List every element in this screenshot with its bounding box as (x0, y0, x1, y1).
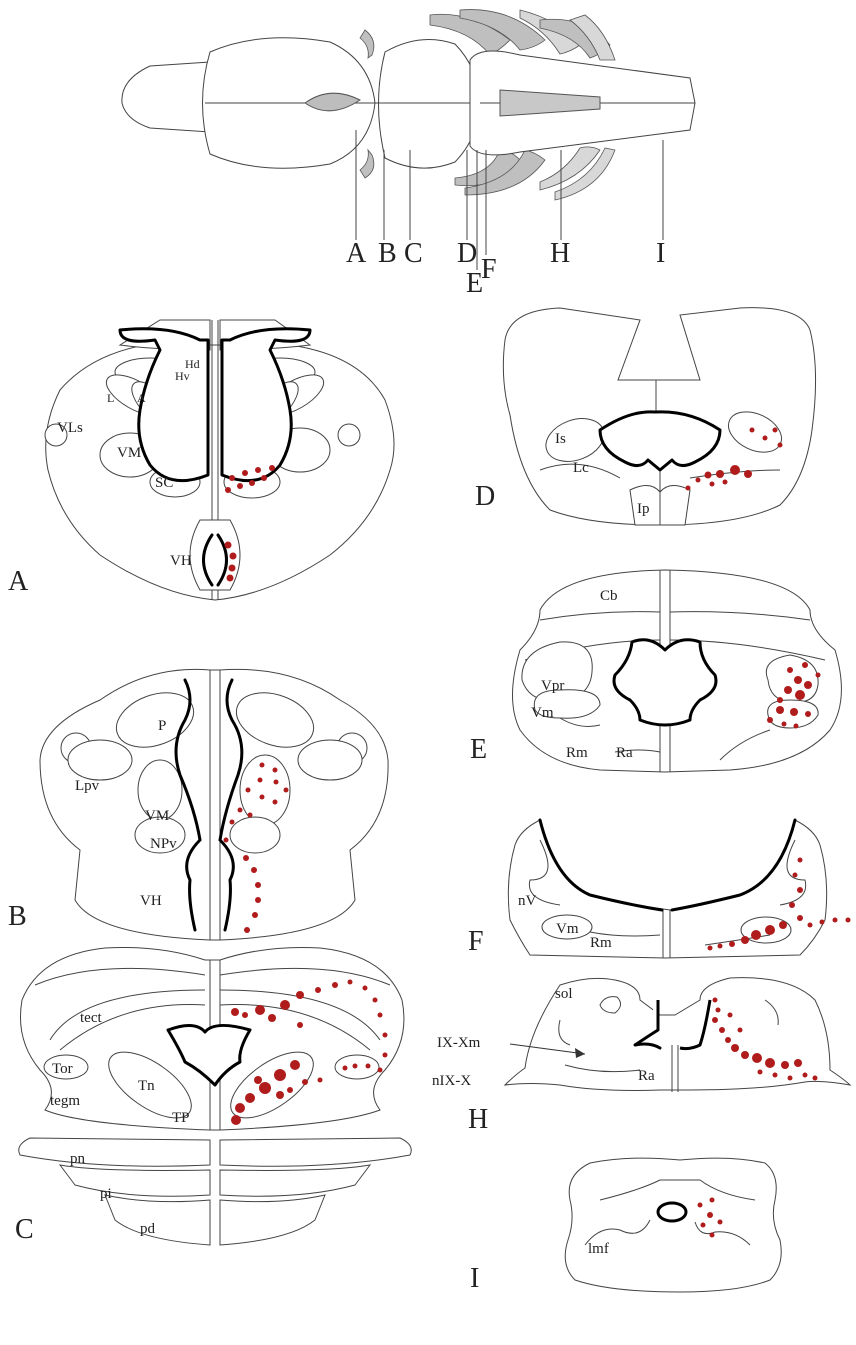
region-ix-xm: IX-Xm (437, 1035, 481, 1051)
region-lmf: lmf (588, 1241, 609, 1257)
region-rm-f: Rm (590, 935, 612, 951)
region-vm-e: Vm (531, 705, 554, 721)
region-tor: Tor (52, 1061, 73, 1077)
panel-d: D Is Lc Ip (475, 308, 816, 525)
region-a: A (137, 391, 146, 405)
region-hv: Hv (175, 369, 190, 383)
region-sol: sol (555, 986, 573, 1002)
region-cb: Cb (600, 588, 618, 604)
region-lc: Lc (573, 460, 589, 476)
region-p: P (158, 718, 166, 734)
region-vm-b: VM (145, 808, 169, 824)
region-lpv: Lpv (75, 778, 100, 794)
panel-letter-d: D (475, 481, 495, 512)
region-pn: pn (70, 1151, 86, 1167)
section-label-i: I (656, 238, 665, 269)
region-rm-e: Rm (566, 745, 588, 761)
panel-e: E Cb Vpr Vm Rm Ra (470, 570, 841, 772)
region-nv: nV (518, 893, 537, 909)
region-tp: TP (172, 1110, 190, 1126)
region-sc: SC (155, 475, 173, 491)
panel-letter-e: E (470, 734, 487, 765)
region-npv: NPv (150, 836, 177, 852)
panel-letter-c: C (15, 1214, 34, 1245)
panel-letter-f: F (468, 926, 484, 957)
panel-c: C tect Tor Tn tegm TP pn pi pd (15, 948, 411, 1246)
panel-letter-h: H (468, 1104, 488, 1135)
panel-letter-i: I (470, 1263, 479, 1294)
section-label-d: D (457, 238, 477, 269)
region-pd: pd (140, 1221, 156, 1237)
panel-h: H sol IX-Xm nIX-X Ra (432, 978, 850, 1135)
region-tegm: tegm (50, 1093, 80, 1109)
region-vm-f: Vm (556, 921, 579, 937)
region-ra-h: Ra (638, 1068, 655, 1084)
section-label-b: B (378, 238, 397, 269)
region-l: L (107, 391, 114, 405)
section-label-h: H (550, 238, 570, 269)
section-label-a: A (346, 238, 367, 269)
region-pi: pi (100, 1186, 112, 1202)
region-nix-x: nIX-X (432, 1073, 471, 1089)
region-is: Is (555, 431, 566, 447)
panel-f: F nV Vm Rm (468, 820, 851, 958)
region-tn: Tn (138, 1078, 155, 1094)
panel-letter-a: A (8, 566, 29, 597)
panel-i: I lmf (470, 1158, 781, 1294)
region-vm-a: VM (117, 445, 141, 461)
region-ra-e: Ra (616, 745, 633, 761)
region-vh-b: VH (140, 893, 162, 909)
panel-b: B P Lpv VM NPv VH (8, 669, 388, 940)
panel-a: A Hd Hv L A VLs VM SC VH (8, 320, 394, 600)
region-vls: VLs (57, 420, 83, 436)
section-label-c: C (404, 238, 423, 269)
dorsal-brain-view: A B C D E F H I (122, 10, 695, 299)
region-vh-a: VH (170, 553, 192, 569)
panel-letter-b: B (8, 901, 27, 932)
region-ip: Ip (637, 501, 650, 517)
region-tect: tect (80, 1010, 102, 1026)
region-vpr: Vpr (541, 678, 564, 694)
section-label-f: F (481, 254, 497, 285)
